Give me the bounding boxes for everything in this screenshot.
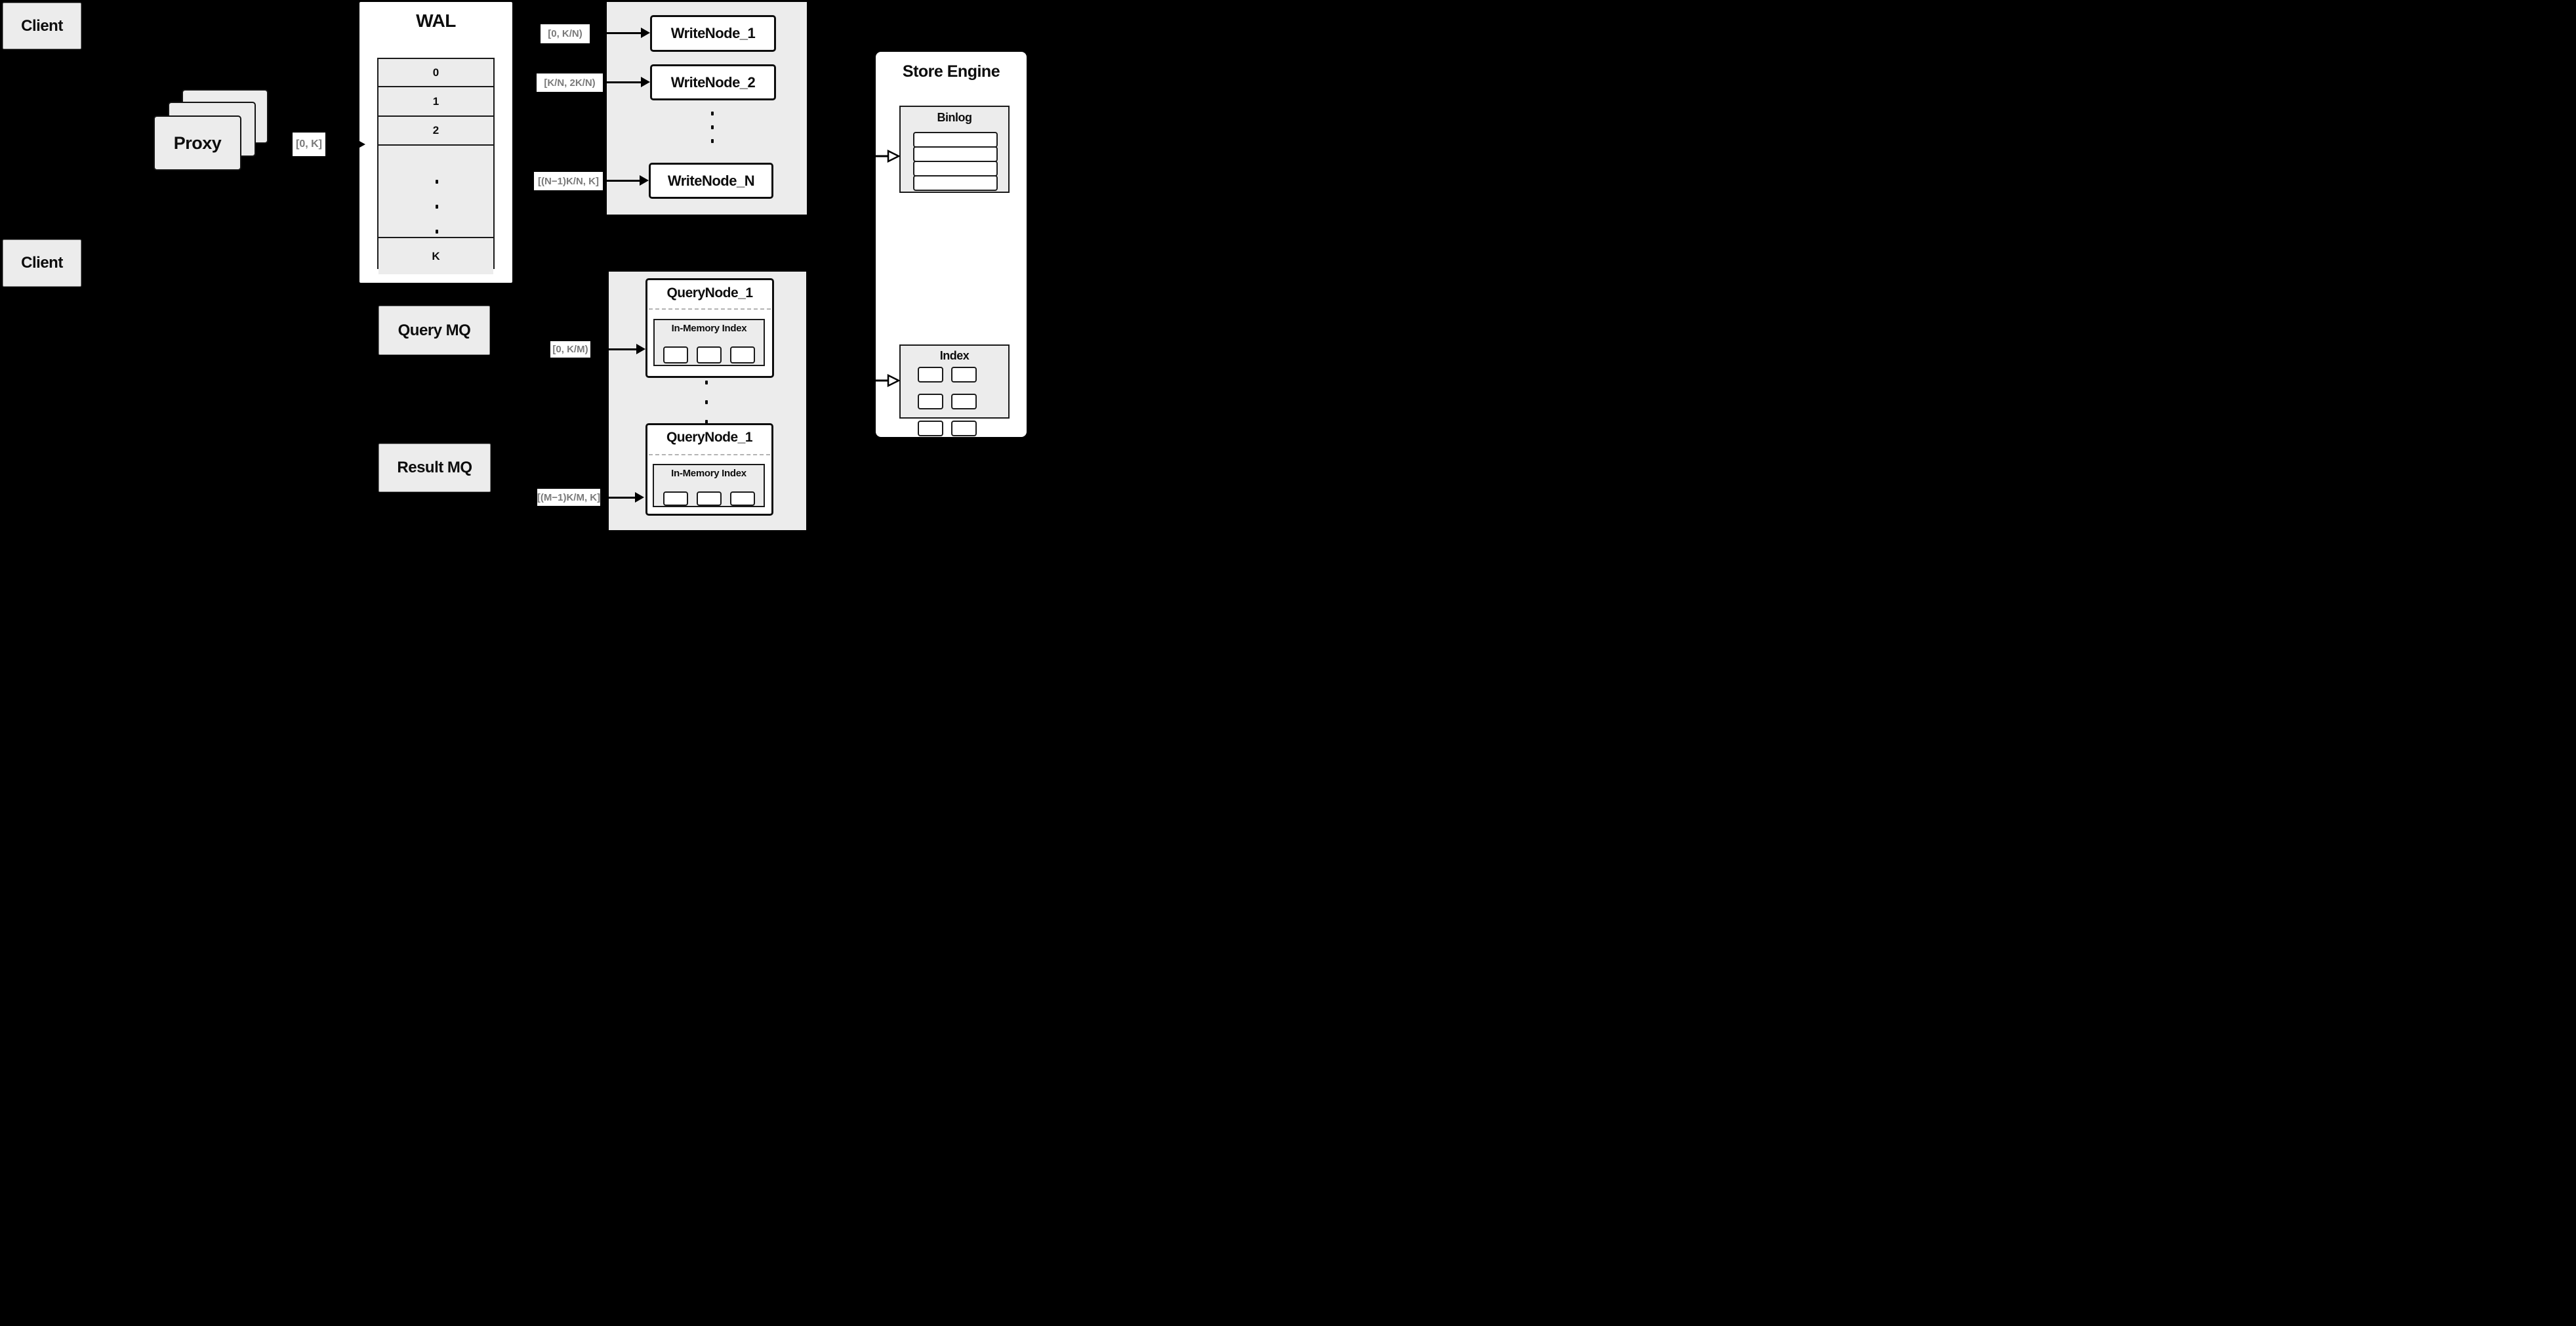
arrowhead-icon [641, 77, 650, 87]
open-arrow-index-icon [874, 373, 901, 388]
range-label-kn-2kn: [K/N, 2K/N) [537, 73, 603, 92]
query-mq-label: Query MQ [398, 321, 471, 339]
query-mq-box: Query MQ [378, 306, 490, 355]
ellipsis-dot-icon [436, 205, 438, 209]
segment-slot [696, 491, 722, 506]
arrowhead-icon [641, 28, 650, 38]
result-mq-label: Result MQ [397, 459, 472, 476]
write-node-1-label: WriteNode_1 [670, 25, 756, 41]
ellipsis-dot-icon [711, 125, 714, 129]
index-slot [951, 367, 977, 383]
wal-segment-row: 2 [378, 115, 493, 144]
write-node-n-box: WriteNode_N [649, 163, 773, 199]
wal-segment-k: K [432, 249, 440, 262]
store-engine-title: Store Engine [902, 62, 1000, 81]
architecture-diagram: Client Client Proxy [0, K] WAL 0 1 2 K [0, 0, 1031, 530]
segment-row-bottom [653, 491, 765, 506]
wal-segment-0: 0 [432, 66, 440, 79]
arrow-line [609, 348, 636, 350]
write-node-1-box: WriteNode_1 [650, 15, 776, 52]
client-box-bottom: Client [3, 239, 81, 287]
binlog-slot [913, 132, 998, 148]
proxy-card-front: Proxy [153, 115, 241, 171]
client-bottom-label: Client [21, 254, 63, 272]
segment-slot [697, 346, 722, 363]
wal-title: WAL [416, 10, 456, 31]
arrow-line [609, 497, 635, 499]
wal-segment-2: 2 [432, 124, 440, 136]
client-box-top: Client [3, 3, 81, 49]
binlog-slot [913, 175, 998, 191]
dashed-divider [649, 454, 770, 455]
range-label-n1kn-k: [(N−1)K/N, K] [534, 172, 603, 190]
index-slot [918, 421, 943, 436]
segment-row-top [653, 346, 765, 363]
wal-segment-row: 1 [378, 86, 493, 115]
binlog-slot-list [913, 132, 998, 191]
binlog-slot [913, 146, 998, 162]
index-slot [918, 367, 943, 383]
segment-slot [729, 491, 755, 506]
wal-segment-table: 0 1 2 K [377, 58, 495, 274]
ellipsis-dot-icon [436, 180, 438, 184]
binlog-slot [913, 161, 998, 176]
arrow-line [607, 32, 641, 34]
in-memory-index-title-bottom: In-Memory Index [671, 468, 746, 479]
dashed-divider [649, 308, 771, 310]
index-slot [951, 421, 977, 436]
index-title: Index [939, 349, 970, 362]
arrow-line [607, 81, 641, 83]
ellipsis-dot-icon [436, 230, 438, 234]
wal-ellipsis-cell [378, 144, 493, 237]
write-node-n-label: WriteNode_N [667, 172, 755, 189]
segment-slot [663, 491, 688, 506]
arrowhead-icon [636, 344, 645, 354]
binlog-title: Binlog [937, 111, 973, 124]
wal-segment-row: 0 [378, 59, 493, 86]
ellipsis-dot-icon [705, 381, 708, 384]
wal-arrowhead-icon [359, 141, 365, 148]
arrowhead-icon [640, 175, 649, 186]
ellipsis-dot-icon [711, 139, 714, 143]
wal-segment-row: K [378, 237, 493, 274]
arrowhead-icon [635, 492, 644, 503]
range-label-0-km: [0, K/M) [550, 341, 590, 358]
arrow-line [607, 180, 640, 182]
segment-slot [663, 346, 688, 363]
ellipsis-dot-icon [711, 112, 714, 115]
ellipsis-dot-icon [705, 420, 708, 424]
index-slot-grid [918, 367, 1002, 436]
index-slot [918, 394, 943, 409]
wal-segment-1: 1 [432, 94, 440, 108]
open-arrow-binlog-icon [874, 149, 901, 163]
query-node-1-title: QueryNode_1 [666, 285, 753, 300]
in-memory-index-title-top: In-Memory Index [671, 323, 747, 334]
client-top-label: Client [21, 16, 63, 35]
index-slot [951, 394, 977, 409]
range-label-m1km-k: [(M−1)K/M, K] [537, 489, 600, 506]
query-node-2-title: QueryNode_1 [666, 430, 753, 445]
segment-slot [730, 346, 755, 363]
range-label-0-k: [0, K] [293, 133, 325, 156]
ellipsis-dot-icon [705, 400, 708, 404]
write-node-2-box: WriteNode_2 [650, 64, 776, 100]
result-mq-box: Result MQ [378, 444, 491, 492]
proxy-label: Proxy [173, 133, 222, 153]
write-node-2-label: WriteNode_2 [670, 73, 756, 91]
range-label-0-kn: [0, K/N) [541, 24, 590, 43]
